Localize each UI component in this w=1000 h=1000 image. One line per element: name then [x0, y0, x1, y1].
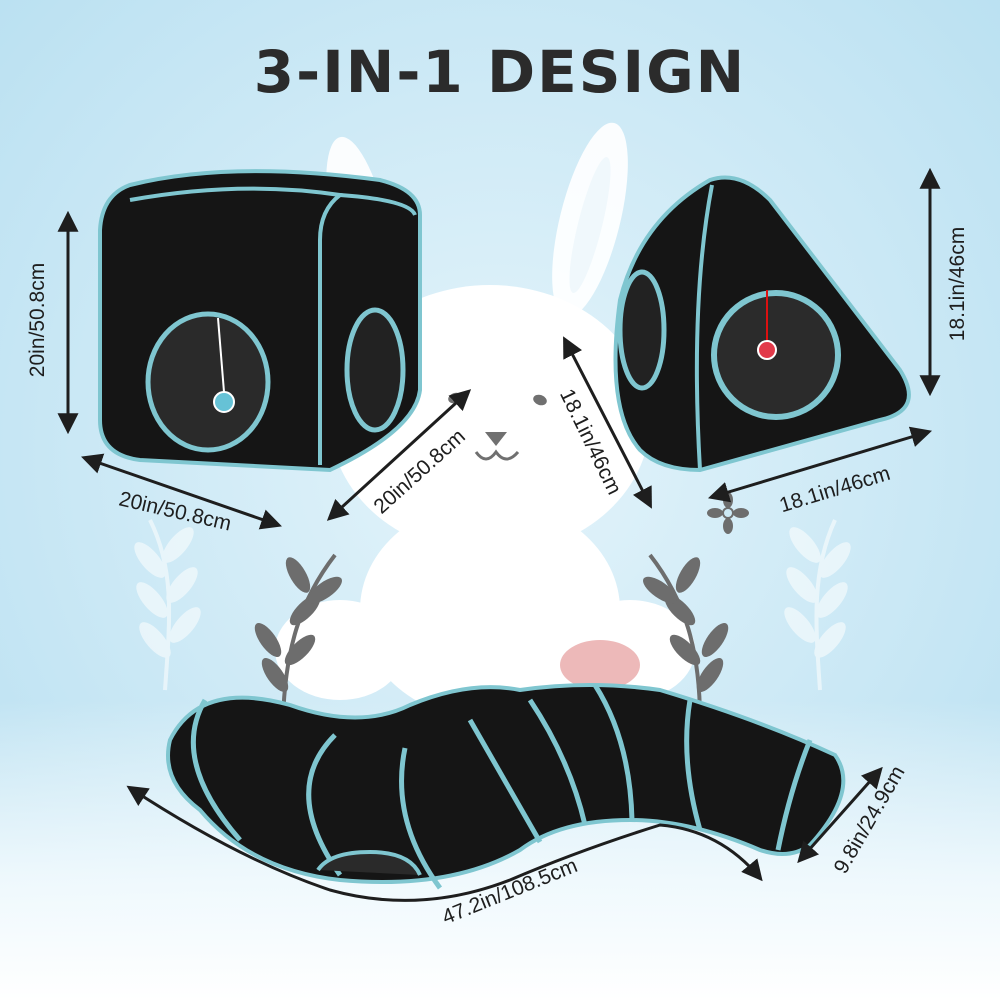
leaf-sprig-left: [254, 553, 343, 721]
leaf-sprig-right: [642, 553, 729, 721]
dimension-arrows: [57, 167, 941, 902]
page-title: 3-IN-1 DESIGN: [253, 38, 747, 106]
wheat-decoration-left: [134, 519, 201, 691]
cube-height-label: 20in/50.8cm: [26, 262, 49, 378]
cube-cat-house: [98, 169, 422, 473]
triangle-tent: [613, 175, 911, 473]
wheat-decoration-right: [784, 519, 851, 691]
tent-height-label: 18.1in/46cm: [946, 226, 969, 342]
